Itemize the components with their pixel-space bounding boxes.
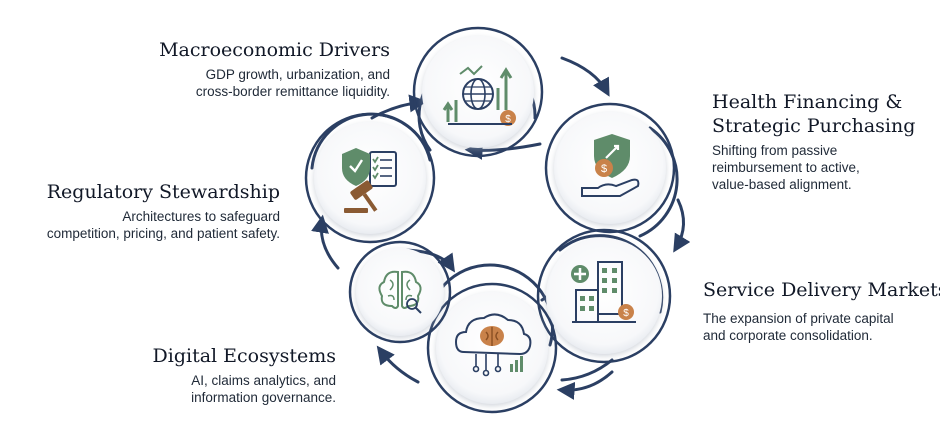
arrow-digital-to-center xyxy=(376,345,420,384)
macroeconomic-desc-line-1: GDP growth, urbanization, and xyxy=(205,67,390,82)
globe-growth-icon: $ xyxy=(442,65,516,126)
label-macroeconomic: Macroeconomic Drivers GDP growth, urbani… xyxy=(159,38,390,100)
label-regulatory: Regulatory Stewardship Architectures to … xyxy=(47,180,280,242)
svg-text:$: $ xyxy=(601,163,607,175)
ai-brain-icon xyxy=(378,270,422,314)
label-digital: Digital Ecosystems AI, claims analytics,… xyxy=(153,344,336,406)
health-financing-desc-line-1: Shifting from passive xyxy=(712,143,838,158)
digital-desc-line-2: information governance. xyxy=(191,390,336,405)
digital-desc-line-1: AI, claims analytics, and xyxy=(191,373,336,388)
regulatory-title: Regulatory Stewardship xyxy=(46,181,280,203)
health-financing-desc-line-2: reimbursement to active, xyxy=(712,160,860,175)
arrow-health-to-service xyxy=(673,198,691,253)
macroeconomic-desc-line-2: cross-border remittance liquidity. xyxy=(195,84,390,99)
svg-text:$: $ xyxy=(623,308,629,319)
macroeconomic-title: Macroeconomic Drivers xyxy=(159,39,390,61)
label-health-financing: Health Financing & Strategic Purchasing … xyxy=(712,90,915,193)
arrow-center-to-regulatory xyxy=(311,214,340,270)
arrow-regulatory-to-macro xyxy=(370,94,428,120)
svg-text:$: $ xyxy=(505,114,511,125)
regulatory-desc-line-2: competition, pricing, and patient safety… xyxy=(46,226,280,241)
node-service-delivery xyxy=(536,228,672,364)
health-financing-title-line-2: Strategic Purchasing xyxy=(712,115,916,137)
gavel-checklist-icon xyxy=(342,148,397,213)
cloud-brain-icon xyxy=(454,313,532,377)
health-financing-desc-line-3: value-based alignment. xyxy=(712,177,852,192)
node-center xyxy=(348,240,452,344)
service-delivery-desc-line-2: and corporate consolidation. xyxy=(703,328,873,343)
health-financing-title-line-1: Health Financing & xyxy=(712,91,903,113)
label-service-delivery: Service Delivery Markets The expansion o… xyxy=(703,278,940,344)
hospital-buildings-icon: $ xyxy=(571,261,636,323)
service-delivery-title: Service Delivery Markets xyxy=(703,279,940,301)
node-digital xyxy=(426,282,558,414)
digital-title: Digital Ecosystems xyxy=(152,345,336,367)
arrow-service-to-digital xyxy=(556,370,614,400)
node-macroeconomic xyxy=(412,26,544,158)
arrow-macro-to-health xyxy=(560,56,610,97)
hand-coin-shield-icon: $ xyxy=(581,134,640,197)
service-delivery-desc-line-1: The expansion of private capital xyxy=(703,311,894,326)
regulatory-desc-line-1: Architectures to safeguard xyxy=(122,209,280,224)
ring-health-financing xyxy=(638,126,679,238)
arrow-health-back-to-macro xyxy=(464,141,542,160)
